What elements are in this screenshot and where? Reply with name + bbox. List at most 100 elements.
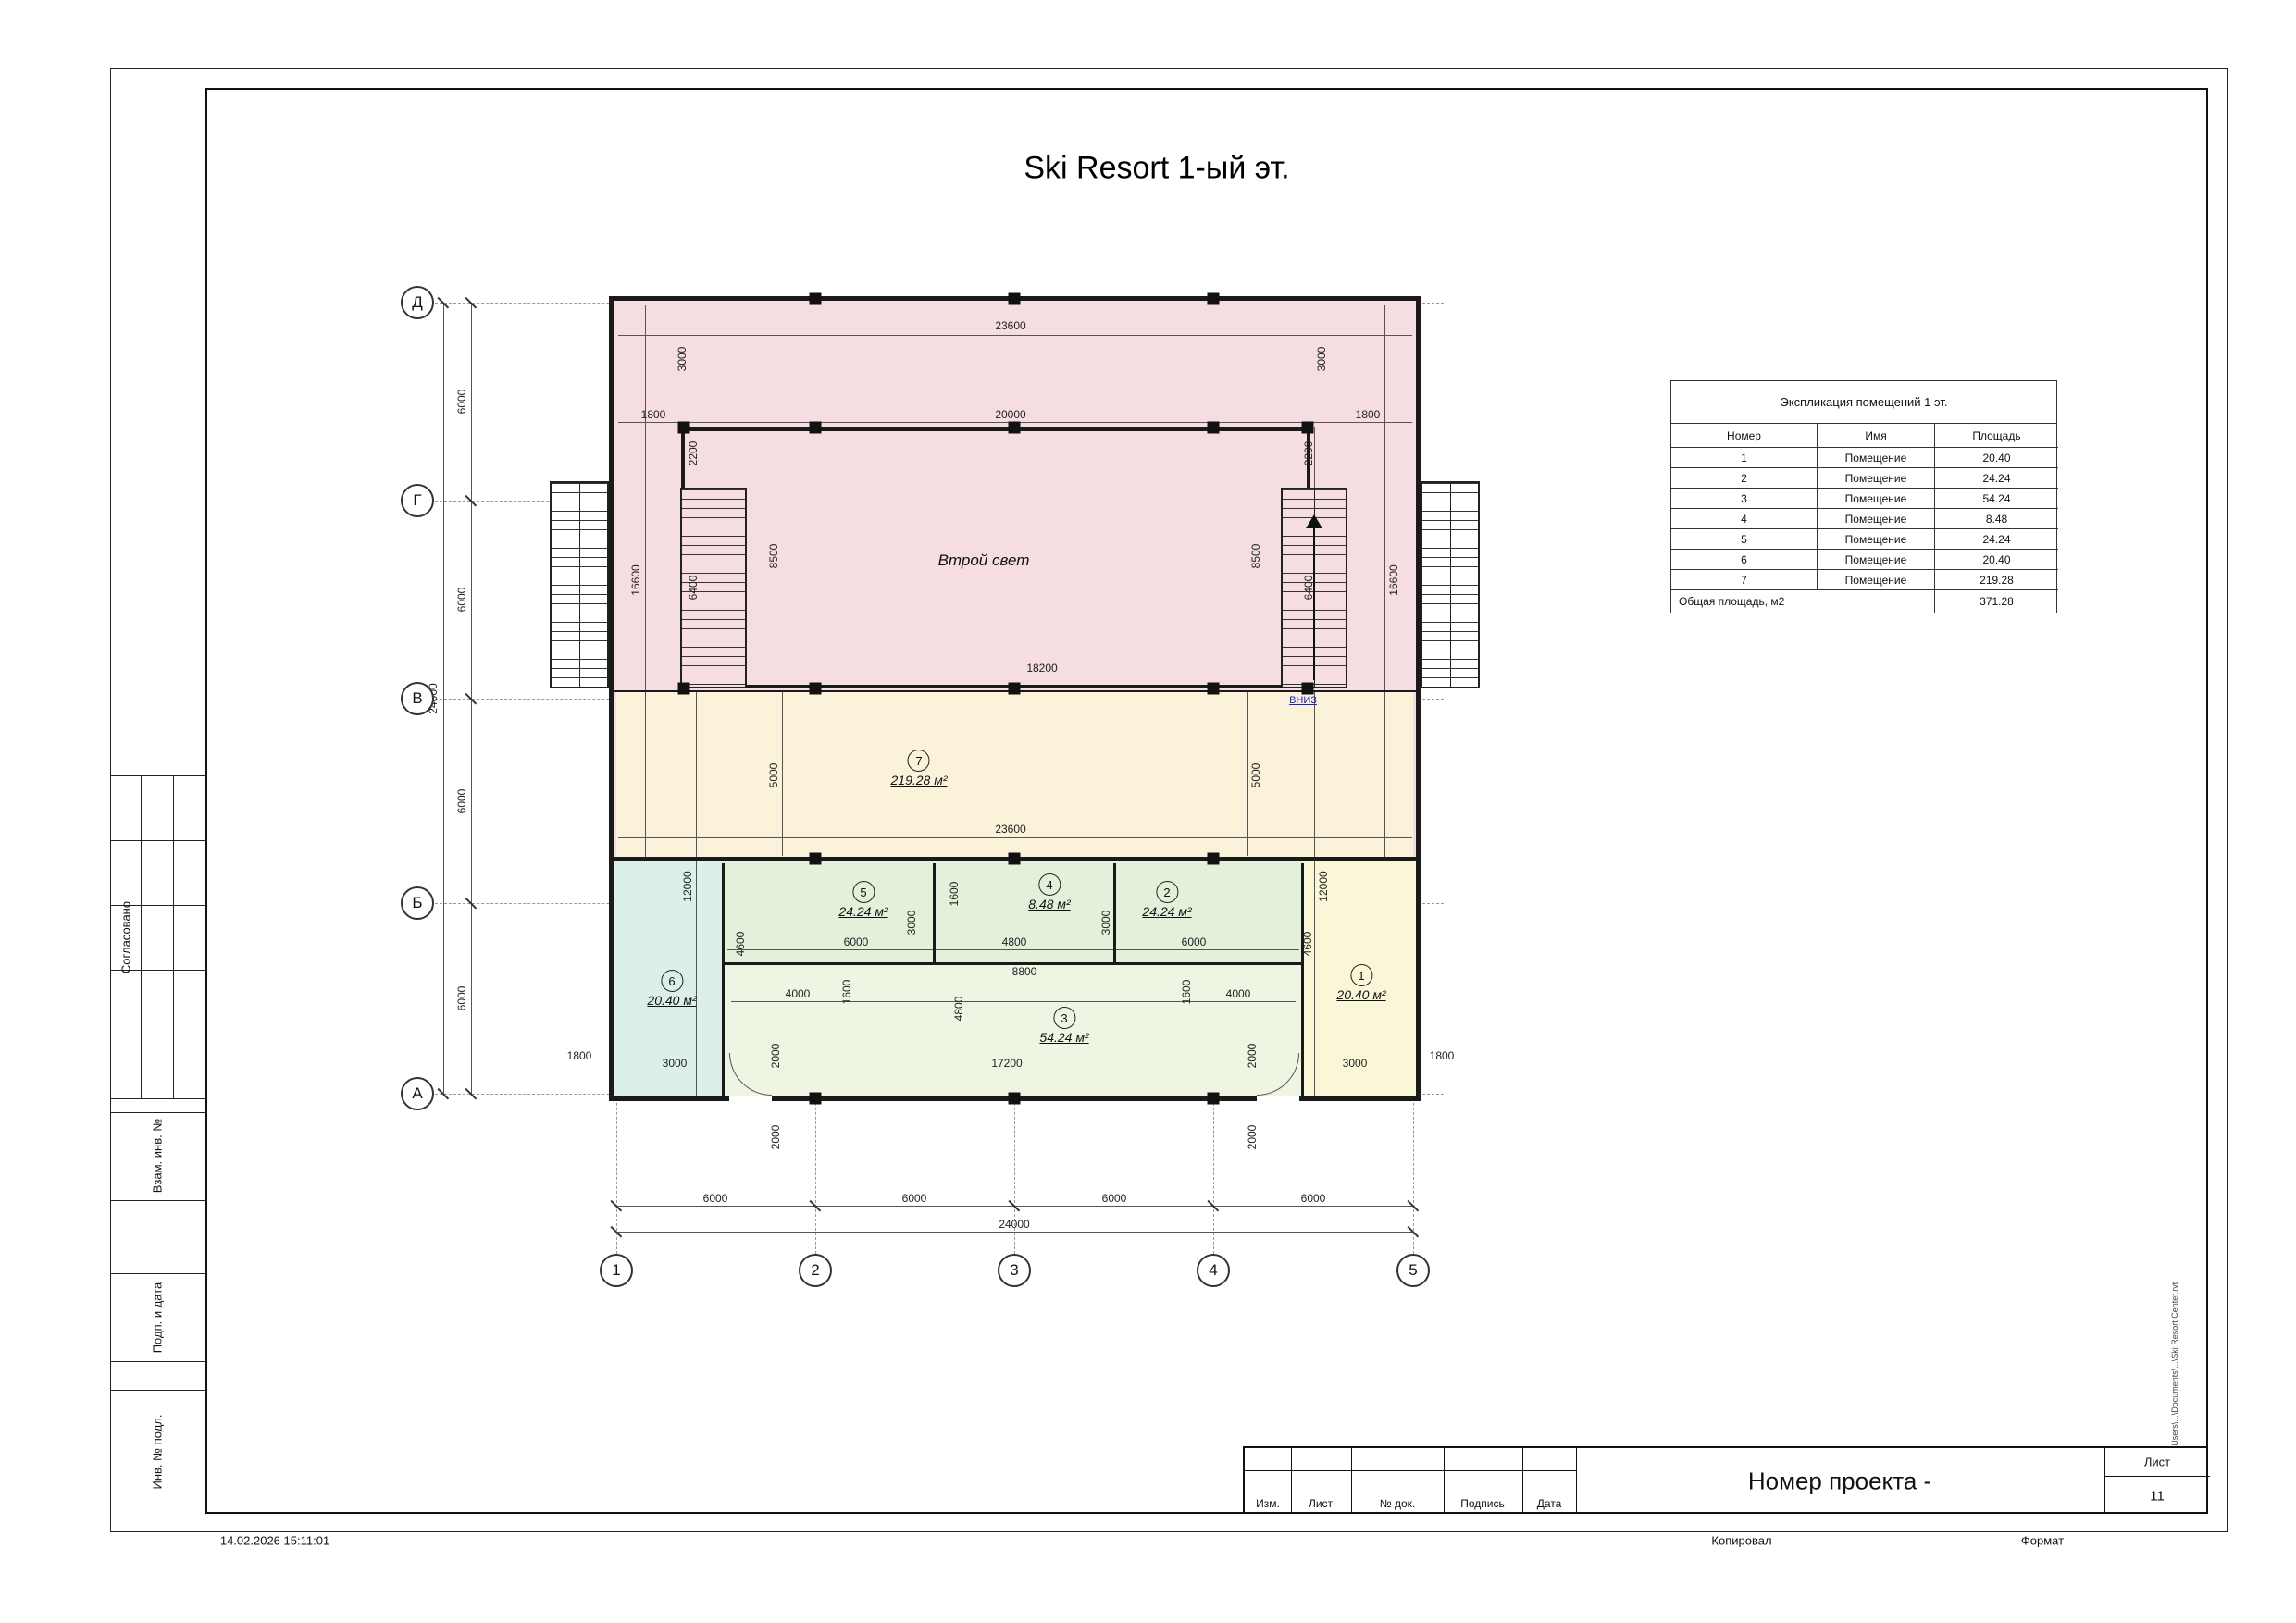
room-area: 8.48 м²	[1028, 897, 1071, 911]
column-marker	[809, 852, 822, 865]
schedule-header-number: Номер	[1671, 424, 1818, 448]
partition-wall	[722, 863, 725, 1096]
sheet-title: Ski Resort 1-ый эт.	[1024, 150, 1290, 186]
dim-label: 6400	[687, 575, 700, 601]
door-opening	[1257, 1096, 1299, 1104]
schedule-cell: 3	[1671, 489, 1818, 509]
sheet-label: Лист	[2143, 1455, 2171, 1469]
stamp-line	[110, 970, 205, 971]
dim-label: 1800	[1429, 1049, 1455, 1062]
grid-bubble-col: 1	[600, 1254, 633, 1287]
dim-line	[618, 837, 1412, 838]
interior-stair-left	[680, 488, 747, 688]
schedule-cell: 4	[1671, 509, 1818, 529]
dim-label: 4800	[952, 996, 965, 1022]
dim-label: 1600	[1180, 979, 1193, 1005]
dim-label: 4600	[1301, 931, 1314, 957]
stamp-line	[110, 840, 205, 841]
dim-line	[645, 305, 646, 857]
dim-label: 2200	[1302, 440, 1315, 466]
dim-line	[1247, 692, 1248, 856]
title-block-line	[2104, 1448, 2105, 1512]
column-marker	[809, 1092, 822, 1105]
stamp-line	[110, 1112, 205, 1113]
dim-label: 6000	[455, 587, 468, 613]
tb-col-list: Лист	[1308, 1497, 1334, 1510]
schedule-total-value: 371.28	[1980, 595, 2014, 608]
title-block-line	[1291, 1448, 1292, 1512]
sheet-number: 11	[2150, 1488, 2165, 1505]
door-opening	[729, 1096, 772, 1104]
column-marker	[1008, 292, 1021, 305]
stair-down-label: ВНИЗ	[1289, 695, 1317, 706]
schedule-cell: 6	[1671, 550, 1818, 570]
dim-label: 4000	[1225, 987, 1251, 1000]
dim-label: 8500	[1249, 543, 1262, 569]
room-area: 219.28 м²	[890, 773, 948, 787]
schedule-footer-row: Общая площадь, м2 371.28	[1671, 590, 2056, 613]
schedule-cell: Помещение	[1818, 468, 1935, 489]
dim-label: 6400	[1302, 575, 1315, 601]
dim-label: 12000	[681, 871, 694, 902]
fill-room-3	[725, 965, 1301, 1096]
dim-label: 2000	[769, 1043, 782, 1069]
dim-label: 2000	[769, 1124, 782, 1150]
dim-label: 6000	[843, 935, 869, 948]
title-block: Изм. Лист № док. Подпись Дата Номер прое…	[1243, 1446, 2210, 1514]
room-number: 2	[1156, 881, 1178, 903]
dim-line	[1384, 305, 1385, 857]
schedule-cell: 24.24	[1935, 468, 2058, 489]
room-number: 4	[1038, 873, 1061, 896]
schedule-title: Экспликация помещений 1 эт.	[1671, 381, 2056, 424]
dim-label: 6000	[1300, 1192, 1326, 1205]
dim-label: 5000	[767, 762, 780, 788]
grid-bubble-col: 2	[799, 1254, 832, 1287]
dim-label: 6000	[455, 389, 468, 415]
void-label: Втрой свет	[937, 551, 1030, 569]
format-label: Формат	[2020, 1533, 2065, 1548]
title-block-line	[1351, 1448, 1352, 1512]
room-number: 5	[852, 881, 875, 903]
column-marker	[677, 682, 690, 695]
dim-label: 23600	[995, 823, 1026, 836]
dim-label: 8500	[767, 543, 780, 569]
dim-line	[782, 692, 783, 856]
title-block-line	[1444, 1448, 1445, 1512]
column-marker	[677, 421, 690, 434]
column-marker	[1301, 421, 1314, 434]
room-number: 3	[1053, 1007, 1075, 1029]
title-block-line	[2104, 1476, 2210, 1477]
project-number: Номер проекта -	[1747, 1467, 1932, 1495]
column-marker	[1008, 421, 1021, 434]
stamp-line	[110, 1200, 205, 1201]
schedule-cell: Помещение	[1818, 448, 1935, 468]
dim-label: 3000	[662, 1057, 688, 1070]
room-area: 20.40 м²	[1336, 987, 1386, 1002]
column-marker	[809, 682, 822, 695]
stair-direction-arrow	[1313, 527, 1315, 680]
dim-label: 23600	[995, 319, 1026, 332]
column-marker	[1008, 852, 1021, 865]
stamp-line	[173, 775, 174, 1098]
dim-label: 20000	[995, 408, 1026, 421]
grid-bubble-row: Б	[401, 886, 434, 920]
dim-label: 2200	[687, 440, 700, 466]
stamp-vzam-label: Взам. инв. №	[150, 1118, 165, 1194]
grid-bubble-col: 5	[1396, 1254, 1430, 1287]
exterior-stair-right	[1421, 481, 1480, 688]
dim-label: 1800	[566, 1049, 592, 1062]
stamp-line	[110, 1273, 205, 1274]
column-marker	[1008, 682, 1021, 695]
timestamp: 14.02.2026 15:11:01	[219, 1533, 330, 1548]
grid-bubble-row: В	[401, 682, 434, 715]
schedule-cell: Помещение	[1818, 529, 1935, 550]
dim-line	[731, 1001, 1296, 1002]
room-area: 20.40 м²	[647, 993, 697, 1008]
schedule-header-area: Площадь	[1935, 424, 2058, 448]
room-area: 54.24 м²	[1039, 1030, 1089, 1045]
